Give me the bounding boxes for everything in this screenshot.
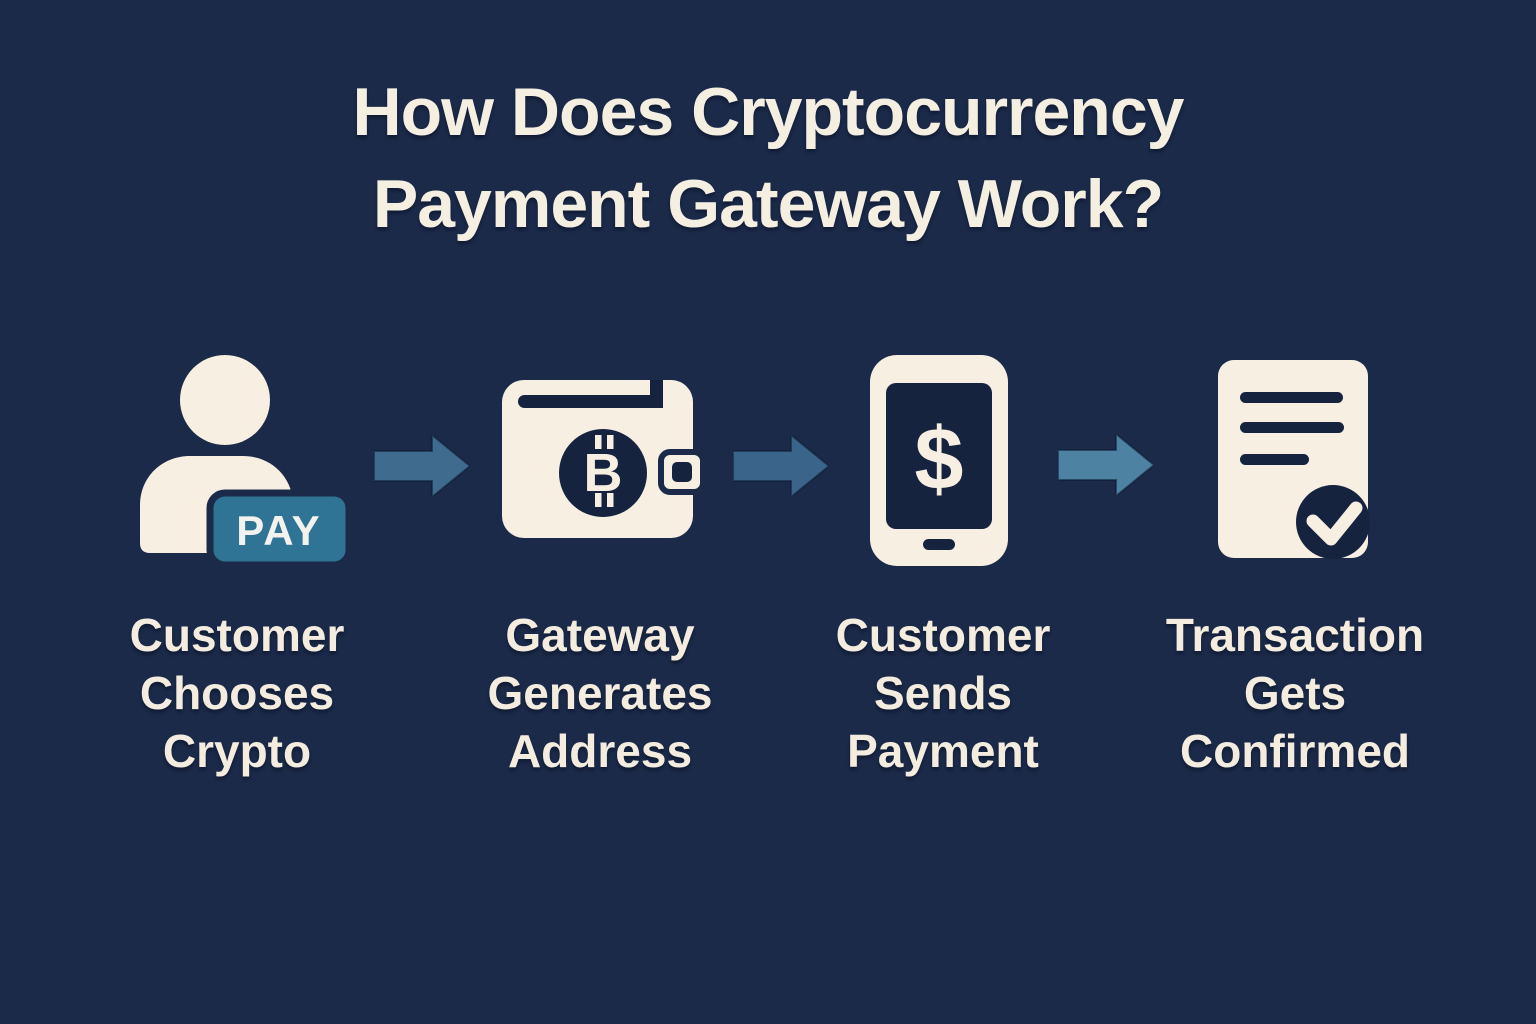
person-pay-icon: PAY (140, 355, 353, 569)
step-label-line: Confirmed (1180, 725, 1410, 777)
page-title-line-1: How Does Cryptocurrency (352, 74, 1185, 150)
step-label-line: Gateway (505, 609, 695, 661)
step-label-transaction-gets-confirmed: Transaction Gets Confirmed (1115, 606, 1475, 780)
page-title: How Does Cryptocurrency Payment Gateway … (0, 66, 1536, 250)
step-label-line: Customer (835, 609, 1051, 661)
step-label-line: Transaction (1165, 609, 1425, 661)
arrow-right-shape (733, 435, 829, 497)
dollar-symbol: $ (915, 409, 964, 508)
page-title-line-2: Payment Gateway Work? (372, 166, 1164, 242)
bitcoin-symbol: B (584, 443, 623, 503)
phone-home-button (923, 539, 955, 550)
arrow-right-shape (1058, 434, 1154, 496)
step-label-line: Crypto (162, 725, 312, 777)
flow-arrow-1-icon (374, 435, 470, 497)
step-label-line: Chooses (139, 667, 335, 719)
step-label-line: Address (507, 725, 693, 777)
step-label-line: Payment (847, 725, 1039, 777)
step-label-line: Customer (129, 609, 345, 661)
step-label-customer-sends-payment: Customer Sends Payment (763, 606, 1123, 780)
document-text-line-3 (1240, 454, 1309, 465)
step-label-line: Generates (487, 667, 713, 719)
wallet-flap-slot (518, 395, 663, 408)
phone-screen (886, 383, 992, 529)
phone-dollar-icon: $ (870, 355, 1008, 566)
flow-arrow-2-icon (733, 435, 829, 497)
bitcoin-circle (559, 429, 647, 517)
document-text-line-1 (1240, 392, 1343, 403)
pay-badge (206, 489, 353, 569)
arrow-right-shape (374, 435, 470, 497)
step-label-line: Gets (1243, 667, 1347, 719)
step-label-gateway-generates-address: Gateway Generates Address (420, 606, 780, 780)
bitcoin-tick-bottom-left (595, 493, 602, 507)
wallet-clasp-hole (672, 462, 692, 482)
checkmark-icon (1306, 501, 1363, 546)
bitcoin-wallet-icon: B (502, 380, 705, 538)
pay-badge-label: PAY (236, 507, 321, 554)
document-check-icon (1218, 360, 1370, 559)
step-label-customer-chooses-crypto: Customer Chooses Crypto (57, 606, 417, 780)
person-head (180, 355, 270, 445)
bitcoin-tick-bottom-right (607, 493, 614, 507)
bitcoin-tick-top-right (607, 435, 614, 449)
bitcoin-tick-top-left (595, 435, 602, 449)
step-label-line: Sends (873, 667, 1013, 719)
wallet-flap-edge (650, 380, 663, 408)
flow-arrow-3-icon (1058, 434, 1154, 496)
document-text-line-2 (1240, 422, 1344, 433)
